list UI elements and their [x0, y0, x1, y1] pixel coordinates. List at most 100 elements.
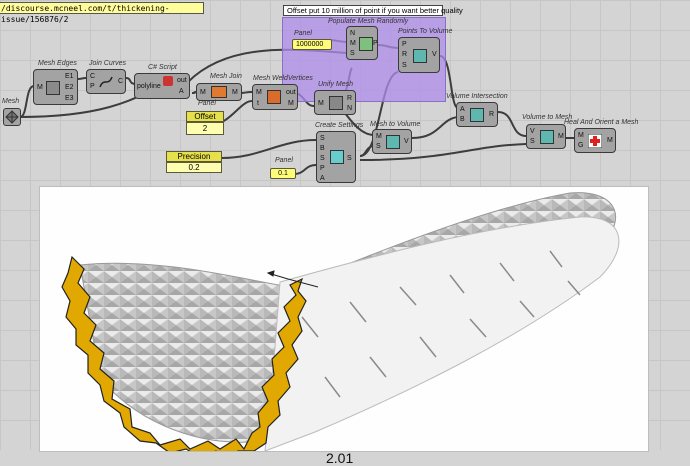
panel-count[interactable]: 1000000	[292, 39, 332, 50]
port-out[interactable]: out	[286, 89, 296, 96]
mesh-edges-component[interactable]: M E1 E2 E3	[33, 69, 78, 105]
port-out[interactable]: N	[347, 105, 353, 112]
mesh-param-label: Mesh	[2, 98, 20, 105]
port-out[interactable]: P	[373, 40, 378, 47]
port-in[interactable]: t	[257, 100, 259, 107]
port-in[interactable]: M	[376, 133, 382, 140]
port-out[interactable]: M	[232, 89, 238, 96]
port-out[interactable]: R	[489, 111, 495, 118]
create-settings-label: Create Settings	[315, 122, 364, 129]
unify-mesh-component[interactable]: M R N	[314, 90, 356, 115]
points-volume-icon	[413, 49, 427, 63]
points-to-volume-label: Points To Volume	[398, 28, 453, 35]
port-in[interactable]: S	[530, 138, 535, 145]
panel-small-value[interactable]: 0.1	[270, 168, 296, 179]
wire	[77, 77, 87, 80]
unify-icon	[329, 96, 343, 110]
url-panel[interactable]: /discourse.mcneel.com/t/thickening-issue…	[0, 2, 204, 24]
heal-orient-component[interactable]: M G M	[574, 128, 616, 153]
precision-title: Precision	[166, 151, 222, 162]
heal-orient-label: Heal And Orient a Mesh	[564, 119, 639, 126]
mesh-edges-label: Mesh Edges	[38, 60, 77, 67]
csharp-script-component[interactable]: polyline out A	[134, 73, 190, 99]
wire	[19, 85, 35, 118]
port-in[interactable]: S	[320, 135, 325, 142]
weld-icon	[267, 90, 281, 104]
port-in[interactable]: N	[350, 30, 356, 37]
port-out[interactable]: E2	[65, 84, 74, 91]
mesh-join-icon	[211, 86, 227, 98]
port-out[interactable]: E1	[65, 73, 74, 80]
port-out[interactable]: V	[404, 138, 409, 145]
port-in[interactable]: A	[320, 175, 325, 182]
port-in[interactable]: M	[200, 89, 206, 96]
create-settings-component[interactable]: S B S P A S	[316, 131, 356, 183]
port-in[interactable]: M	[256, 89, 262, 96]
port-out[interactable]: R	[347, 95, 353, 102]
port-in[interactable]: G	[578, 142, 584, 149]
mesh-join-component[interactable]: M M	[196, 83, 242, 101]
populate-icon	[359, 37, 373, 51]
port-in[interactable]: R	[402, 51, 408, 58]
port-out[interactable]: M	[607, 137, 613, 144]
volume-intersection-label: Volume Intersection	[446, 93, 508, 100]
wire	[221, 139, 317, 159]
volume-to-mesh-label: Volume to Mesh	[522, 114, 573, 121]
port-out[interactable]: out	[177, 77, 187, 84]
port-in[interactable]: S	[402, 62, 407, 69]
port-in[interactable]: C	[90, 73, 96, 80]
mesh-param[interactable]	[3, 108, 21, 126]
shoe-sole-render	[61, 192, 620, 458]
join-curves-icon	[99, 76, 113, 88]
port-out[interactable]: V	[432, 51, 437, 58]
group-note: Offset put 10 million of point if you wa…	[283, 5, 463, 16]
volume-mesh-icon	[540, 130, 554, 144]
red-cross-icon	[588, 134, 602, 148]
wire	[191, 91, 197, 94]
join-curves-component[interactable]: C P C	[86, 69, 126, 94]
precision-value[interactable]: 0.2	[166, 162, 222, 173]
port-out[interactable]: M	[558, 133, 564, 140]
offset-value[interactable]: 2	[186, 122, 224, 135]
mesh-weld-component[interactable]: M t out M	[252, 84, 298, 110]
port-in[interactable]: M	[318, 100, 324, 107]
port-in[interactable]: M	[578, 132, 584, 139]
port-in[interactable]: V	[530, 128, 535, 135]
csharp-script-label: C# Script	[148, 64, 177, 71]
port-in[interactable]: S	[350, 50, 355, 57]
unify-mesh-label: Unify Mesh	[318, 81, 354, 88]
port-in[interactable]: B	[320, 145, 325, 152]
wire	[293, 164, 317, 175]
port-in[interactable]: P	[320, 165, 325, 172]
port-in[interactable]: polyline	[137, 83, 161, 90]
port-in[interactable]: P	[90, 83, 95, 90]
wire	[240, 91, 253, 94]
port-in[interactable]: M	[350, 40, 356, 47]
mesh-to-volume-component[interactable]: M S V	[372, 129, 412, 154]
render-viewport: 2.01	[39, 186, 649, 466]
port-in[interactable]: M	[37, 84, 43, 91]
points-to-volume-component[interactable]: P R S V	[398, 37, 440, 73]
port-in[interactable]: S	[376, 143, 381, 150]
mesh-volume-icon	[386, 135, 400, 149]
port-in[interactable]: P	[402, 41, 407, 48]
csharp-icon	[163, 76, 173, 86]
populate-mesh-component[interactable]: N M S P	[346, 26, 378, 60]
volume-intersection-component[interactable]: A B R	[456, 102, 498, 127]
port-out[interactable]: S	[347, 155, 352, 162]
volume-to-mesh-component[interactable]: V S M	[526, 124, 566, 149]
port-in[interactable]: A	[460, 106, 465, 113]
panel-caption: Panel	[294, 30, 312, 37]
wire	[411, 116, 459, 139]
settings-icon	[330, 150, 344, 164]
port-out[interactable]: M	[288, 100, 294, 107]
port-out[interactable]: C	[118, 78, 124, 85]
panel-caption: Panel	[198, 100, 216, 107]
port-out[interactable]: E3	[65, 95, 74, 102]
mesh-join-label: Mesh Join	[210, 73, 242, 80]
panel-caption: Panel	[275, 157, 293, 164]
port-in[interactable]: B	[460, 116, 465, 123]
offset-title: Offset	[186, 111, 224, 122]
port-out[interactable]: A	[179, 88, 184, 95]
port-in[interactable]: S	[320, 155, 325, 162]
